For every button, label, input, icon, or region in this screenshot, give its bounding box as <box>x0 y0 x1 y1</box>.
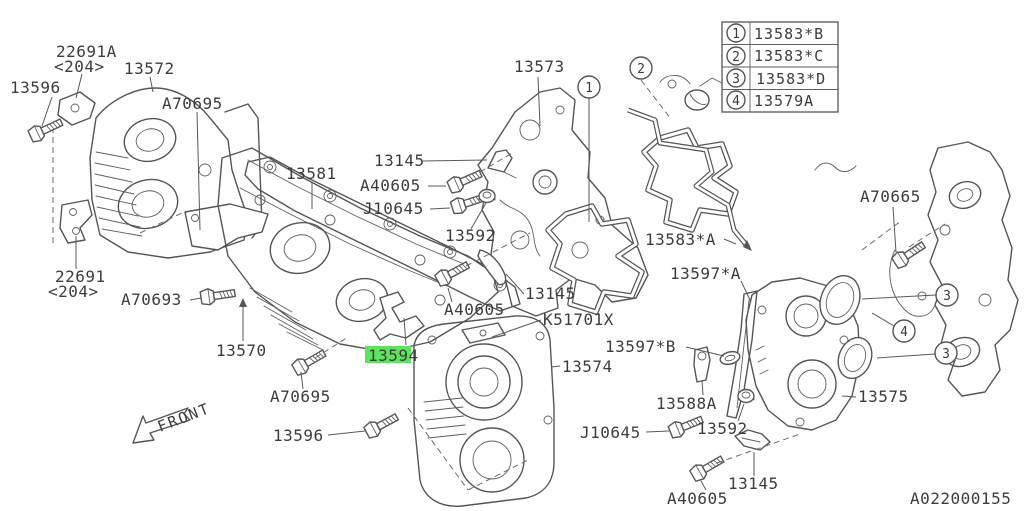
gasket-1-drawing <box>545 203 645 315</box>
seal-rings-drawing <box>819 275 873 380</box>
part-label-13597a: 13597*A <box>670 264 741 283</box>
diagram-code: A022000155 <box>910 489 1011 508</box>
part-label-13588a: 13588A <box>656 394 717 413</box>
part-label-204-bot: <204> <box>48 282 99 301</box>
small-parts-drawing <box>477 149 771 451</box>
callout-3-upper: 3 <box>943 289 951 304</box>
part-label-a70665: A70665 <box>860 187 921 206</box>
part-label-13145-mid2: 13145 <box>525 284 576 303</box>
part-label-204-top: <204> <box>54 57 105 76</box>
callout-4: 4 <box>900 325 908 340</box>
highlight-13594 <box>365 346 411 363</box>
legend-num-1: 1 <box>732 27 740 42</box>
legend-part-3: 13583*D <box>756 70 826 88</box>
bracket-22691a-drawing <box>52 91 96 247</box>
leader-lines <box>41 73 937 491</box>
legend-num-2: 2 <box>732 50 740 65</box>
part-label-a40605-mid1: A40605 <box>360 176 421 195</box>
bracket-22691-drawing <box>59 199 269 251</box>
part-label-13597b: 13597*B <box>605 337 676 356</box>
front-label: FRONT <box>155 399 213 436</box>
part-label-a40605-bot: A40605 <box>667 489 728 508</box>
part-label-13594-highlighted: 13594 <box>368 346 419 365</box>
water-pump-drawing <box>889 141 1019 397</box>
part-label-a40605-mid2: A40605 <box>444 300 505 319</box>
bracket-13594-drawing <box>373 291 425 341</box>
part-label-13575: 13575 <box>858 387 909 406</box>
gasket-2-drawing <box>641 127 739 233</box>
callout-1: 1 <box>585 81 593 96</box>
part-label-13583a: 13583*A <box>645 230 716 249</box>
part-label-13570: 13570 <box>216 341 267 360</box>
cover-13575-drawing <box>745 277 861 431</box>
legend-table: 1 13583*B 2 13583*C 3 13583*D 4 13579A <box>721 21 839 113</box>
cover-13573-drawing <box>477 87 649 317</box>
callout-2: 2 <box>637 62 645 77</box>
part-label-a70695-bot: A70695 <box>270 387 331 406</box>
part-label-22691a: 22691A <box>56 42 117 61</box>
part-label-a70695-top: A70695 <box>162 94 223 113</box>
part-label-13596-top: 13596 <box>10 78 61 97</box>
part-label-j10645-mid: J10645 <box>363 199 424 218</box>
part-label-13592-mid: 13592 <box>445 226 496 245</box>
part-label-13573: 13573 <box>514 57 565 76</box>
cover-13570-drawing <box>217 147 499 353</box>
part-label-22691: 22691 <box>55 267 106 286</box>
part-label-13145-mid1: 13145 <box>374 151 425 170</box>
legend-part-2: 13583*C <box>754 47 824 65</box>
pipe-13583a-drawing <box>627 107 752 251</box>
callout-3-lower: 3 <box>942 347 950 362</box>
callout-circles: 1 2 3 4 3 <box>577 56 959 365</box>
part-labels: 13596 22691A <204> 13572 A70695 13573 13… <box>10 42 921 508</box>
cover-13574-drawing <box>413 315 555 507</box>
part-label-k51701x: K51701X <box>543 310 614 329</box>
part-label-13592-bot: 13592 <box>697 419 748 438</box>
grommet-top-drawing <box>659 75 857 173</box>
part-label-j10645-bot: J10645 <box>580 423 641 442</box>
legend-part-4: 13579A <box>754 92 814 110</box>
legend-num-4: 4 <box>732 94 740 109</box>
gasket-13581-drawing <box>244 156 521 312</box>
legend-num-3: 3 <box>732 72 740 87</box>
part-label-13145-bot: 13145 <box>728 474 779 493</box>
front-arrow: FRONT <box>132 399 213 444</box>
legend-part-1: 13583*B <box>754 25 824 43</box>
part-label-13596-bot: 13596 <box>273 426 324 445</box>
part-label-13574: 13574 <box>562 357 613 376</box>
part-label-13581: 13581 <box>286 164 337 183</box>
part-label-13572: 13572 <box>124 59 175 78</box>
part-label-a70693: A70693 <box>121 290 182 309</box>
